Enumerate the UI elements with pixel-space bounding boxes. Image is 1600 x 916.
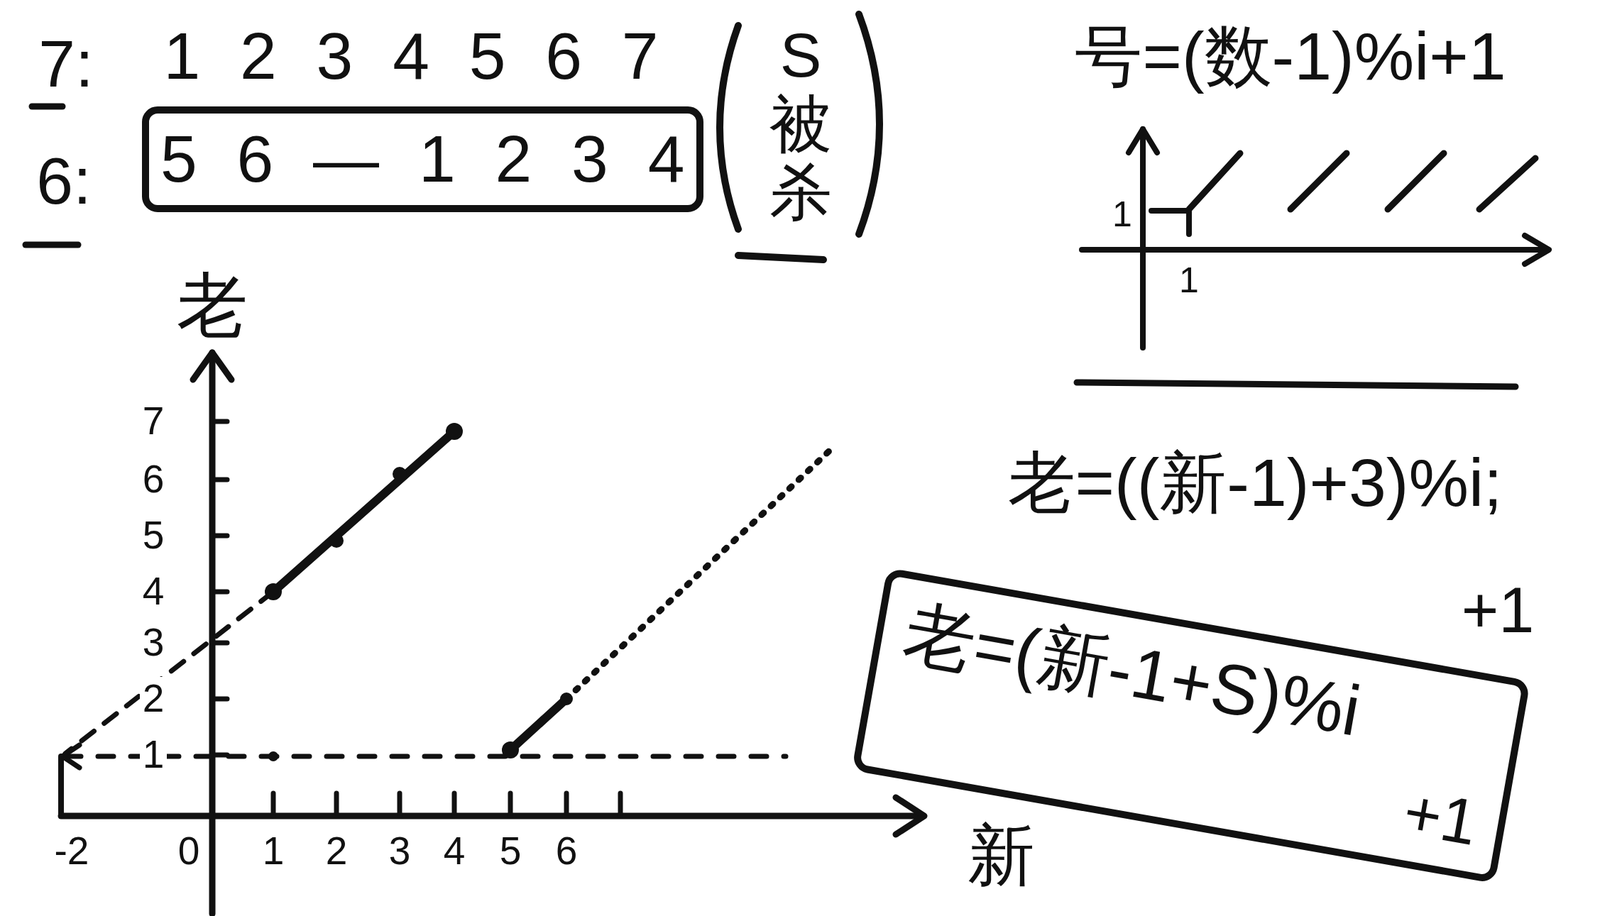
axis-tick-label: 3	[386, 829, 414, 874]
axis-tick-label: 0	[175, 829, 204, 874]
axis-label-holder: 老	[176, 265, 248, 345]
box-text: 老=(新-1+S)%i	[897, 592, 1367, 752]
sawtooth	[1387, 153, 1444, 210]
axis-tick-label: 3	[139, 621, 168, 666]
axis-tick-label-holder: 0	[175, 829, 204, 874]
axis-stub	[58, 756, 64, 817]
vertical-note: S被杀	[769, 21, 832, 228]
axis-tick-label-holder: 1	[1109, 194, 1136, 235]
arrowhead	[895, 797, 925, 835]
data-points	[264, 423, 573, 762]
axis-tick-label: 2	[139, 677, 168, 722]
axis-tick-label: 4	[139, 570, 168, 615]
formula-box: 老=(新-1+S)%i +1	[851, 567, 1531, 884]
row-label: 7:	[38, 26, 94, 101]
axis-tick-label-holder: 4	[139, 570, 168, 615]
sawtooth	[1151, 210, 1189, 235]
axis-tick-label-holder: 1	[1176, 260, 1202, 301]
sawtooth	[1290, 153, 1347, 210]
axis-tick-label-holder: 6	[139, 457, 168, 502]
axis-tick-label: 1	[1109, 194, 1136, 235]
axis	[1140, 129, 1146, 348]
parenthesis	[858, 14, 880, 235]
axis-label-holder: 新	[967, 817, 1035, 893]
formula-holder: 号=(数-1)%i+1	[1074, 18, 1506, 94]
formula-part-holder: +1	[1461, 574, 1535, 647]
axis	[209, 352, 216, 915]
underline	[1076, 382, 1516, 387]
axis-tick-label: 6	[139, 457, 168, 502]
axis-tick-label: 5	[139, 513, 168, 558]
axis-tick-label-holder: 5	[496, 829, 525, 874]
axis-tick-label-holder: 7	[139, 399, 168, 444]
axis-tick-label-holder: 3	[386, 829, 414, 874]
axis-tick-label-holder: 4	[440, 829, 469, 874]
arrowhead	[193, 352, 232, 380]
axis	[61, 813, 923, 820]
axis-tick-label: 7	[139, 399, 168, 444]
axis-tick-label: 2	[322, 829, 351, 874]
sequence-box: 5 6 — 1 2 3 4	[141, 106, 704, 213]
axis-label: 老	[176, 265, 248, 345]
axis-tick-label-holder: -2	[51, 829, 93, 874]
axis-tick-label: 1	[139, 733, 168, 778]
axis-tick-label: 1	[259, 829, 288, 874]
axis-tick-label-holder: 3	[139, 621, 168, 666]
sawtooth	[1188, 153, 1241, 210]
row-label-holder: 7:	[38, 26, 94, 101]
parenthesis	[719, 25, 739, 230]
row-label-holder: 6:	[36, 144, 92, 218]
axis-tick-label-holder: 1	[259, 829, 288, 874]
axis-tick-label-holder: 1	[139, 733, 168, 778]
underline	[31, 103, 63, 111]
vertical-note-holder: S被杀	[769, 21, 832, 228]
arrowhead	[1128, 129, 1158, 153]
axis-tick-label: 4	[440, 829, 469, 874]
dashed-extension	[65, 592, 274, 754]
underline	[738, 255, 824, 260]
sawtooth	[1479, 158, 1536, 210]
axis-tick-label-holder: 2	[322, 829, 351, 874]
axis-tick-label-holder: 6	[552, 829, 581, 874]
formula-part: +1	[1461, 574, 1535, 647]
mapping-line	[510, 699, 567, 751]
box-text: 5 6 — 1 2 3 4	[160, 122, 685, 196]
formula: 老=((新-1)+3)%i;	[1007, 445, 1503, 521]
axis-tick-label-holder: 2	[139, 677, 168, 722]
mapping-line	[273, 431, 455, 593]
row-label: 6:	[36, 144, 92, 218]
dotted-extension	[566, 448, 832, 700]
axis-tick-label: -2	[51, 829, 93, 874]
number-sequence: 1 2 3 4 5 6 7	[163, 19, 659, 93]
number-sequence-holder: 1 2 3 4 5 6 7	[163, 19, 659, 93]
axis	[1081, 247, 1548, 253]
axis-tick-label: 5	[496, 829, 525, 874]
box-text-part: +1	[1398, 776, 1483, 860]
formula: 号=(数-1)%i+1	[1074, 18, 1506, 94]
underline	[25, 242, 79, 249]
axis-label: 新	[967, 817, 1035, 893]
arrowhead	[1524, 235, 1549, 265]
axis-tick-label: 6	[552, 829, 581, 874]
axis-tick-label: 1	[1176, 260, 1202, 301]
dashed-guide	[65, 754, 786, 760]
axis-tick-label-holder: 5	[139, 513, 168, 558]
formula-holder: 老=((新-1)+3)%i;	[1007, 445, 1503, 521]
